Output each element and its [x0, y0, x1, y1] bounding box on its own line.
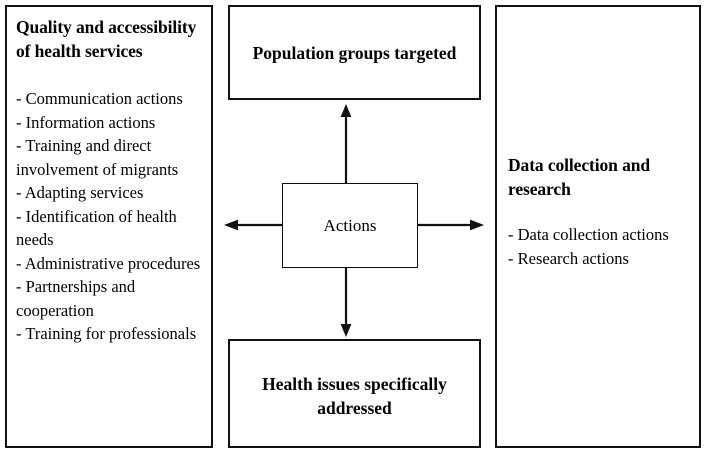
arrow-right-icon — [414, 219, 484, 231]
list-item: - Adapting services — [16, 183, 144, 202]
arrow-down-icon — [340, 265, 352, 337]
left-panel-list: - Communication actions - Information ac… — [16, 87, 205, 346]
list-item: - Data collection actions — [508, 225, 669, 244]
arrow-left-icon — [224, 219, 286, 231]
right-panel-heading: Data collection and research — [508, 155, 650, 199]
center-actions-label: Actions — [323, 215, 377, 235]
list-item: - Training for professionals — [16, 324, 197, 343]
top-box-label: Population groups targeted — [252, 42, 457, 63]
list-item: - Partnerships and cooperation — [16, 277, 136, 320]
list-item: - Communication actions — [16, 89, 183, 108]
top-box: Population groups targeted — [228, 5, 481, 100]
right-panel-list: - Data collection actions - Research act… — [508, 223, 693, 270]
bottom-box: Health issues specifically addressed — [228, 339, 481, 448]
left-panel: Quality and accessibility of health serv… — [5, 5, 213, 448]
center-actions-box: Actions — [282, 183, 418, 268]
arrow-up-icon — [340, 104, 352, 186]
list-item: - Information actions — [16, 112, 156, 132]
list-item: - Training and direct involvement of mig… — [16, 136, 179, 179]
list-item: - Identification of health needs — [16, 206, 177, 250]
left-panel-heading: Quality and accessibility of health serv… — [16, 17, 197, 61]
list-item: - Research actions — [508, 248, 629, 268]
list-item: - Administrative procedures — [16, 253, 201, 273]
bottom-box-label: Health issues specifically addressed — [262, 373, 447, 418]
right-panel: Data collection and research - Data coll… — [495, 5, 701, 448]
